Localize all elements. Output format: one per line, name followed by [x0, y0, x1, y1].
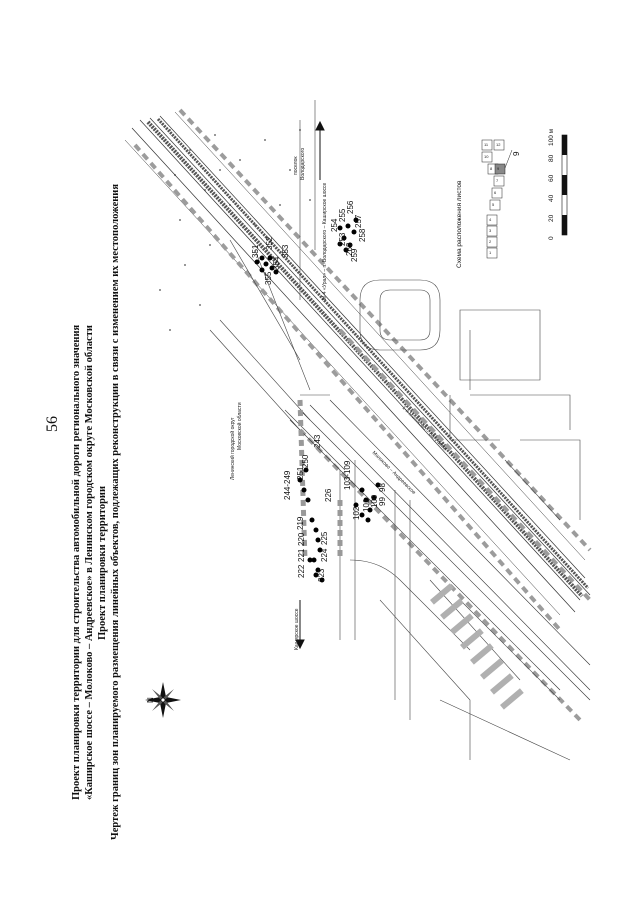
district-label: Ленинский городской округ — [230, 417, 236, 480]
point-label: 99 — [378, 497, 387, 506]
point-label: 222 — [297, 564, 306, 578]
point-label: 256 — [346, 200, 355, 214]
point-label: 355 — [264, 271, 273, 285]
settlement-label-1: поселок — [293, 156, 299, 175]
scale-tick-80: 80 — [548, 154, 555, 162]
road-hatching — [133, 108, 592, 722]
sheet-schema-title: Схема расположения листов — [456, 180, 463, 268]
sheet-cell-number: 8 — [490, 166, 493, 171]
sheet-cell-number: 5 — [492, 202, 495, 207]
sheet-cell-number: 7 — [496, 178, 499, 183]
compass-rose — [145, 682, 181, 718]
current-sheet-number: 9 — [512, 151, 521, 156]
point-label: 103-109 — [343, 460, 352, 490]
point-label: 352 — [265, 236, 274, 250]
m4-road-label: М-4 «Урал» – п. Володарского – Каширское… — [322, 182, 328, 300]
main-highway — [124, 111, 591, 616]
point-label: 226 — [324, 488, 333, 502]
point-label: 351 — [251, 244, 260, 258]
sheet-cell-number: 10 — [484, 154, 489, 159]
sheet-cell-number: 3 — [489, 228, 492, 233]
sheet-layout-schema — [481, 139, 513, 259]
parking-rows — [430, 583, 524, 710]
sheet-cell-number: 2 — [489, 239, 492, 244]
point-label: 224 — [320, 548, 329, 562]
sheet-cell-number: 4 — [489, 217, 492, 222]
compass-north-label: N — [146, 697, 155, 703]
sheet-cell-number: 12 — [496, 142, 501, 147]
street-grid — [299, 100, 581, 521]
secondary-road — [289, 399, 591, 701]
point-label: 353 — [281, 244, 290, 258]
direction-arrows — [295, 120, 325, 650]
point-label: 244-249 — [283, 470, 292, 500]
sheet-cell-number: 6 — [494, 190, 497, 195]
scale-tick-100: 100 м — [548, 128, 555, 146]
kashirskoe-label: Каширское шоссе — [294, 608, 300, 650]
scale-tick-0: 0 — [548, 236, 555, 240]
point-label: 100 — [370, 494, 379, 508]
region-label: Московской области — [237, 402, 243, 450]
point-label: 223 — [317, 568, 326, 582]
point-label: 354 — [272, 256, 281, 270]
point-markers — [254, 217, 381, 583]
point-label: 102 — [352, 506, 361, 520]
scale-tick-40: 40 — [548, 194, 555, 202]
vegetation-dots — [159, 129, 311, 331]
point-label: 257 — [354, 214, 363, 228]
sheet-cell-number: 9 — [497, 166, 500, 171]
point-label: 243 — [313, 434, 322, 448]
point-label: 101 — [362, 498, 371, 512]
scale-tick-20: 20 — [548, 214, 555, 222]
point-label: 259 — [350, 248, 359, 262]
scale-bar — [561, 134, 568, 236]
scale-tick-60: 60 — [548, 174, 555, 182]
point-label: 258 — [358, 228, 367, 242]
sheet-cell-number: 11 — [484, 142, 489, 147]
point-label: 219 — [296, 516, 305, 530]
point-label: 98 — [378, 483, 387, 492]
point-label: 251 — [296, 466, 305, 480]
point-label: 225 — [320, 531, 329, 545]
sheet-cell-number: 1 — [489, 250, 492, 255]
settlement-label-2: Володарского — [300, 147, 306, 180]
point-label: 221 — [297, 548, 306, 562]
point-label: 220 — [297, 532, 306, 546]
